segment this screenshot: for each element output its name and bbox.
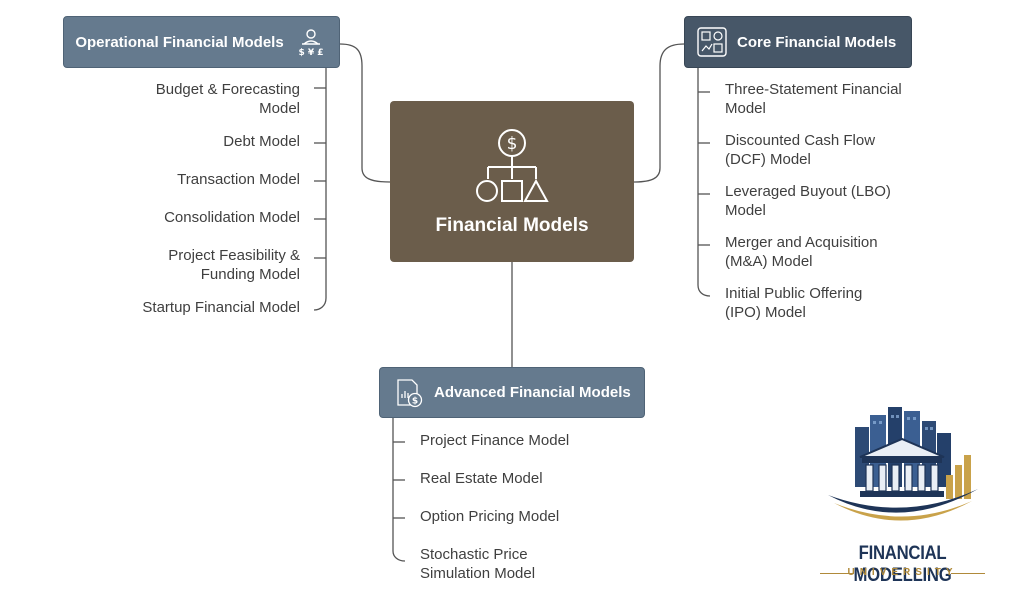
advanced-models-title: Advanced Financial Models: [434, 384, 631, 401]
center-title: Financial Models: [435, 214, 589, 236]
list-item-transaction: Transaction Model: [177, 171, 300, 188]
currency-symbols: $ ¥ £: [298, 48, 323, 57]
svg-text:$: $: [412, 396, 418, 406]
document-dollar-icon: $: [394, 378, 424, 408]
list-item-debt: Debt Model: [223, 133, 300, 150]
list-item-budget-forecasting: Budget & Forecasting Model: [155, 81, 300, 117]
list-item-project-feasibility: Project Feasibility & Funding Model: [168, 247, 300, 283]
financial-models-center-box: $ Financial Models: [390, 101, 634, 262]
operational-models-title: Operational Financial Models: [75, 33, 284, 51]
core-models-title: Core Financial Models: [737, 33, 897, 51]
core-models-header: Core Financial Models: [684, 16, 912, 68]
list-item-consolidation: Consolidation Model: [164, 209, 300, 226]
logo-name: FINANCIAL MODELLING: [853, 543, 952, 586]
logo-divider-left: [820, 573, 854, 574]
list-item-ipo: Initial Public Offering (IPO) Model: [725, 285, 863, 321]
dollar-hierarchy-icon: $: [476, 128, 549, 202]
list-item-project-finance: Project Finance Model: [420, 432, 570, 449]
operational-models-header: Operational Financial Models $ ¥ £: [63, 16, 340, 68]
list-item-real-estate: Real Estate Model: [420, 470, 543, 487]
university-building-icon: [828, 407, 978, 521]
list-item-stochastic: Stochastic Price Simulation Model: [420, 546, 536, 582]
svg-text:$: $: [507, 134, 518, 154]
list-item-dcf: Discounted Cash Flow (DCF) Model: [725, 132, 876, 168]
financial-modelling-university-logo: FINANCIAL MODELLING UNIVERSITY: [800, 405, 1005, 586]
logo-divider-right: [951, 573, 985, 574]
list-item-ma: Merger and Acquisition (M&A) Model: [725, 234, 878, 270]
advanced-models-header: $ Advanced Financial Models: [379, 367, 645, 418]
person-currency-icon: $ ¥ £: [294, 27, 328, 57]
list-item-lbo: Leveraged Buyout (LBO) Model: [725, 183, 891, 219]
list-item-startup: Startup Financial Model: [142, 299, 300, 316]
logo-subtitle: UNIVERSITY: [847, 567, 958, 578]
list-item-three-statement: Three-Statement Financial Model: [725, 81, 902, 117]
list-item-option-pricing: Option Pricing Model: [420, 508, 560, 525]
dashboard-charts-icon: [697, 27, 727, 57]
